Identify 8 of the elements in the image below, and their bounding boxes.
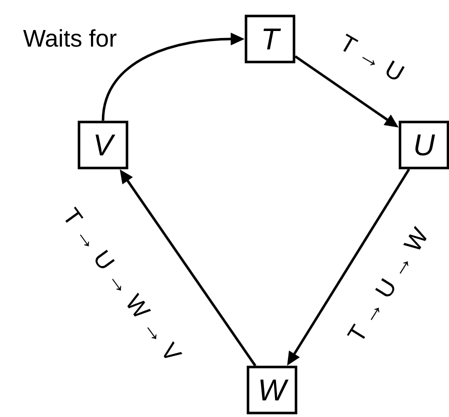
letter-box: T — [244, 14, 296, 64]
edge-label: Waits for — [22, 28, 118, 48]
letter-box: W — [246, 366, 298, 414]
edge-label: T → U — [336, 32, 408, 84]
edge-label: T → U → W → V — [60, 204, 184, 366]
edge-label: T → U → W — [345, 224, 431, 346]
letter-box: U — [398, 120, 449, 170]
letter-box: V — [78, 120, 128, 170]
